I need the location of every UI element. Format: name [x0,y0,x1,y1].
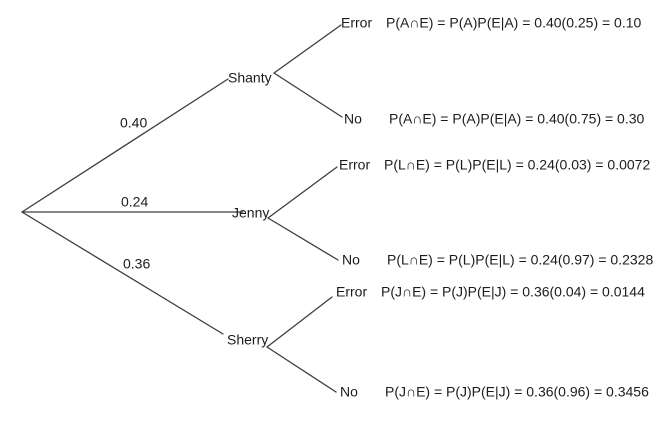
outcome-label-shanty-no: No [344,110,362,127]
branch-line-shanty-error [273,24,342,74]
branch-line-jenny-error [267,166,338,219]
formula-jenny-error: P(L∩E) = P(L)P(E|L) = 0.24(0.03) = 0.007… [384,156,651,173]
outcome-label-jenny-error: Error [339,156,371,173]
formula-sherry-error: P(J∩E) = P(J)P(E|J) = 0.36(0.04) = 0.014… [381,283,645,300]
branch-line-root-sherry [21,211,224,335]
leaf-row: No P(A∩E) = P(A)P(E|A) = 0.40(0.75) = 0.3… [344,111,644,128]
branch-line-root-shanty [21,78,229,213]
outcome-label-shanty-error: Error [341,14,373,31]
branch-probability-sherry: 0.36 [123,255,151,272]
branch-line-jenny-no [267,217,339,261]
leaf-row: No P(L∩E) = P(L)P(E|L) = 0.24(0.97) = 0.2… [342,252,653,269]
node-label-sherry: Sherry [227,331,269,348]
outcome-label-sherry-no: No [340,383,358,400]
branch-probability-jenny: 0.24 [121,193,149,210]
branch-probability-shanty: 0.40 [120,114,148,131]
node-label-jenny: Jenny [232,204,270,221]
leaf-row: Error P(J∩E) = P(J)P(E|J) = 0.36(0.04) = … [336,284,645,301]
branch-line-sherry-error [266,296,333,348]
leaf-row: No P(J∩E) = P(J)P(E|J) = 0.36(0.96) = 0.3… [340,384,649,401]
outcome-label-sherry-error: Error [336,283,368,300]
leaf-row: Error P(L∩E) = P(L)P(E|L) = 0.24(0.03) = … [339,157,650,174]
branch-line-sherry-no [266,346,337,393]
formula-shanty-error: P(A∩E) = P(A)P(E|A) = 0.40(0.25) = 0.10 [386,14,642,31]
leaf-row: Error P(A∩E) = P(A)P(E|A) = 0.40(0.25) = … [341,15,641,32]
formula-jenny-no: P(L∩E) = P(L)P(E|L) = 0.24(0.97) = 0.232… [387,251,654,268]
outcome-label-jenny-no: No [342,251,360,268]
node-label-shanty: Shanty [228,69,272,86]
branch-line-shanty-no [273,72,343,118]
formula-shanty-no: P(A∩E) = P(A)P(E|A) = 0.40(0.75) = 0.30 [389,110,645,127]
formula-sherry-no: P(J∩E) = P(J)P(E|J) = 0.36(0.96) = 0.345… [385,383,649,400]
